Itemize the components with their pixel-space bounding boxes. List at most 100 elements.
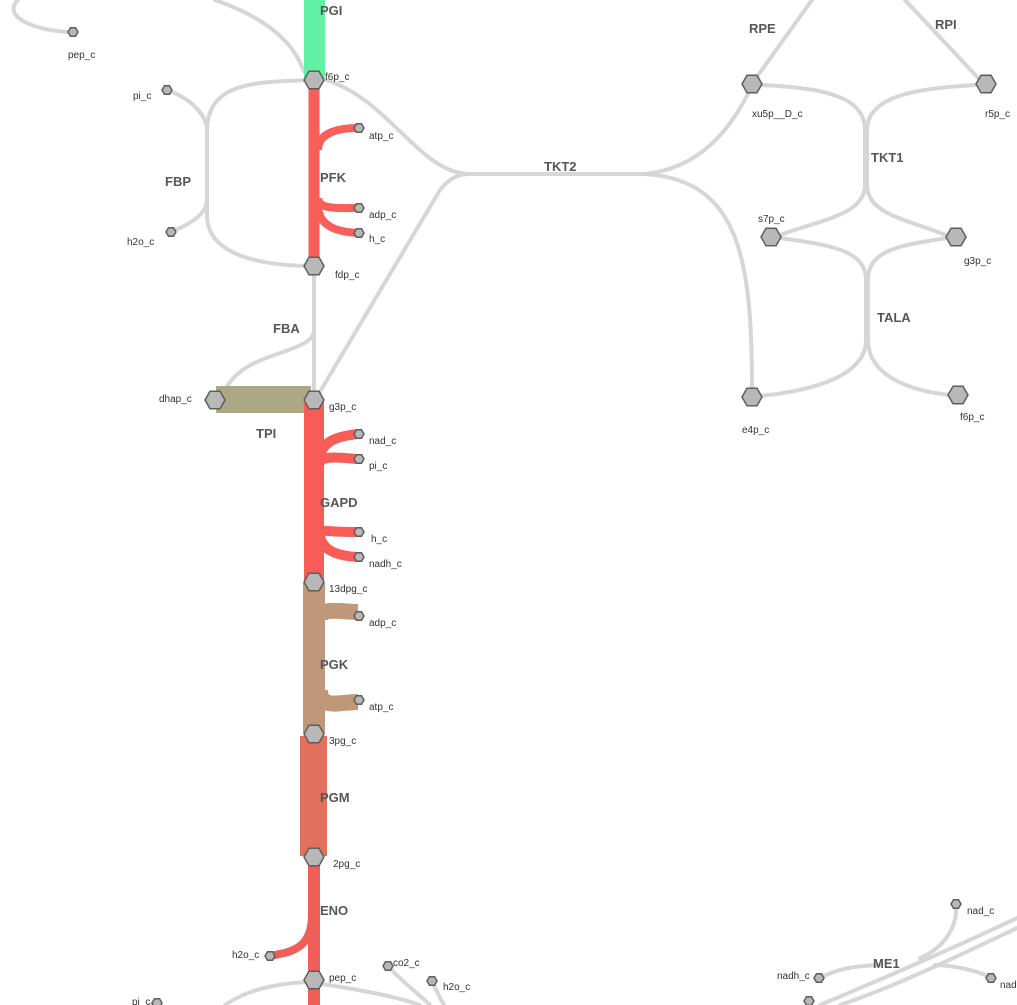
edge-pep-top: [11, 0, 75, 34]
node-pep[interactable]: [303, 970, 325, 990]
gapd-pi-branch: [315, 452, 359, 466]
reaction-label-pgk[interactable]: PGK: [320, 657, 349, 672]
node-nad-partial[interactable]: [985, 972, 997, 984]
node-f6p-right[interactable]: [947, 385, 969, 405]
metabolite-label-h2o-fbp: h2o_c: [127, 237, 154, 248]
node-3pg[interactable]: [303, 724, 325, 744]
metabolite-label-nad-gapd: nad_c: [369, 436, 396, 447]
node-co2[interactable]: [382, 960, 394, 972]
eno-h2o-branch: [269, 914, 316, 960]
node-atp-pgk[interactable]: [353, 694, 365, 706]
metabolite-label-13dpg: 13dpg_c: [329, 584, 367, 595]
edge-bottom-co2: [320, 982, 422, 1005]
reaction-label-rpe[interactable]: RPE: [749, 21, 776, 36]
reaction-label-tpi[interactable]: TPI: [256, 426, 276, 441]
metabolite-label-pi-fbp: pi_c: [133, 91, 151, 102]
node-pi-bottom[interactable]: [151, 997, 163, 1005]
metabolite-label-g3p-right: g3p_c: [964, 256, 991, 267]
edge-tkt1-xu5p: [760, 83, 867, 237]
reaction-label-pgm[interactable]: PGM: [320, 790, 350, 805]
edge-fbp-pi: [165, 88, 209, 132]
edge-rpi: [903, 0, 982, 82]
reaction-label-gapd[interactable]: GAPD: [320, 495, 358, 510]
edge-tala-g3p: [866, 236, 952, 397]
reaction-label-pgi[interactable]: PGI: [320, 3, 342, 18]
metabolite-label-fdp: fdp_c: [335, 270, 359, 281]
node-fdp[interactable]: [303, 256, 325, 276]
reaction-label-tala[interactable]: TALA: [877, 310, 911, 325]
node-dhap[interactable]: [204, 390, 226, 410]
reaction-labels: PGI PFK FBP FBA TPI GAPD PGK PGM ENO TKT…: [165, 3, 957, 971]
node-nadh-gapd[interactable]: [353, 551, 365, 563]
metabolite-label-nad-me1: nad_c: [967, 906, 994, 917]
reaction-label-me1[interactable]: ME1: [873, 956, 900, 971]
node-e4p[interactable]: [741, 387, 763, 407]
node-adp-pgk[interactable]: [353, 610, 365, 622]
node-h-pfk[interactable]: [353, 227, 365, 239]
edge-me1-a: [818, 916, 1017, 1005]
node-xu5p[interactable]: [741, 74, 763, 94]
node-h-gapd[interactable]: [353, 526, 365, 538]
edge-me1-right: [933, 963, 994, 980]
node-adp-pfk[interactable]: [353, 202, 365, 214]
edge-fbp-h2o: [169, 198, 209, 234]
metabolite-label-adp-pfk: adp_c: [369, 210, 396, 221]
gapd-nadh-branch: [315, 533, 359, 562]
node-g3p-right[interactable]: [945, 227, 967, 247]
node-nadh-me1[interactable]: [813, 972, 825, 984]
edge-me1-b: [838, 926, 1017, 1005]
reaction-label-fba[interactable]: FBA: [273, 321, 300, 336]
metabolite-label-h2o-eno: h2o_c: [232, 950, 259, 961]
metabolite-nodes: [67, 26, 997, 1005]
node-pi-fbp[interactable]: [161, 84, 173, 96]
metabolite-label-h2o-bottom: h2o_c: [443, 982, 470, 993]
metabolite-label-2pg: 2pg_c: [333, 859, 360, 870]
metabolite-label-pep-top: pep_c: [68, 50, 95, 61]
metabolite-label-nadh-me1: nadh_c: [777, 971, 810, 982]
metabolite-label-atp-pgk: atp_c: [369, 702, 393, 713]
node-pi-gapd[interactable]: [353, 453, 365, 465]
metabolite-label-nadh-gapd: nadh_c: [369, 559, 402, 570]
node-h2o-fbp[interactable]: [165, 226, 177, 238]
edge-rpe: [754, 0, 814, 80]
reaction-label-fbp[interactable]: FBP: [165, 174, 191, 189]
reaction-label-pfk[interactable]: PFK: [320, 170, 347, 185]
node-pep-top[interactable]: [67, 26, 79, 38]
metabolite-label-f6p: f6p_c: [325, 72, 349, 83]
node-2pg[interactable]: [303, 847, 325, 867]
node-h2o-bottom[interactable]: [426, 975, 438, 987]
metabolite-label-f6p-right: f6p_c: [960, 412, 984, 423]
edge-bottom-left: [223, 980, 308, 1005]
node-g3p[interactable]: [303, 390, 325, 410]
metabolite-label-nad-partial: nad: [1000, 980, 1017, 991]
node-nad-me1[interactable]: [950, 898, 962, 910]
pgk-atp-branch: [312, 688, 359, 712]
node-r5p[interactable]: [975, 74, 997, 94]
edge-tkt1-r5p: [865, 83, 978, 238]
reaction-label-rpi[interactable]: RPI: [935, 17, 957, 32]
node-atp-pfk[interactable]: [353, 122, 365, 134]
metabolite-labels: pep_c pi_c h2o_c f6p_c atp_c adp_c h_c f…: [68, 50, 1017, 1005]
metabolite-label-h-gapd: h_c: [371, 534, 387, 545]
node-f6p[interactable]: [303, 70, 325, 90]
reaction-label-tkt2[interactable]: TKT2: [544, 159, 577, 174]
node-h2o-eno[interactable]: [264, 950, 276, 962]
metabolite-label-g3p: g3p_c: [329, 402, 356, 413]
network-edges: [11, 0, 1017, 1005]
node-s7p[interactable]: [760, 227, 782, 247]
reaction-label-eno[interactable]: ENO: [320, 903, 348, 918]
metabolite-label-3pg: 3pg_c: [329, 736, 356, 747]
pfk-adp-branch: [314, 197, 359, 213]
edge-top-arc: [213, 0, 307, 74]
edge-me1-nad: [918, 903, 959, 960]
metabolite-label-pi-gapd: pi_c: [369, 461, 387, 472]
metabolite-label-r5p: r5p_c: [985, 109, 1010, 120]
node-13dpg[interactable]: [303, 572, 325, 592]
reaction-label-tkt1[interactable]: TKT1: [871, 150, 904, 165]
metabolite-label-e4p: e4p_c: [742, 425, 769, 436]
metabolite-label-pi-bottom: pi_c: [132, 997, 150, 1005]
node-nad-gapd[interactable]: [353, 428, 365, 440]
tpi-flux: [216, 386, 311, 413]
node-bottom-right[interactable]: [803, 995, 815, 1005]
